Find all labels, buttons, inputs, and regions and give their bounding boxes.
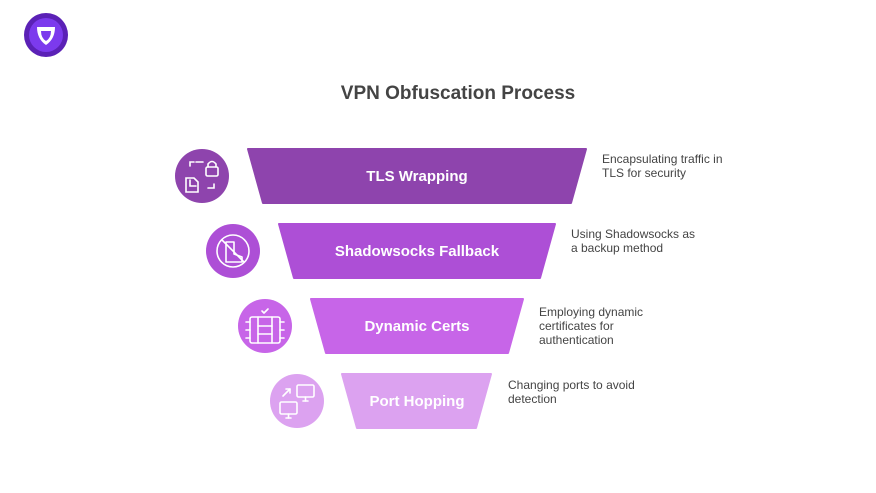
stage-description-port-hopping: Changing ports to avoid detection (508, 378, 635, 406)
lock-frame-icon (175, 149, 229, 203)
funnel-stage-shadowsocks-fallback: Shadowsocks Fallback (278, 223, 556, 279)
stage-label: Port Hopping (370, 393, 465, 410)
switching-monitors-icon (270, 374, 324, 428)
stage-label: Dynamic Certs (364, 318, 469, 335)
diagram-title: VPN Obfuscation Process (340, 83, 576, 104)
funnel-stage-tls-wrapping: TLS Wrapping (247, 148, 587, 204)
stage-description-tls-wrapping: Encapsulating traffic in TLS for securit… (602, 152, 723, 180)
stage-label: TLS Wrapping (366, 168, 467, 185)
stage-description-dynamic-certs: Employing dynamic certificates for authe… (539, 305, 644, 347)
stage-description-shadowsocks-fallback: Using Shadowsocks as a backup method (571, 227, 696, 255)
stage-label: Shadowsocks Fallback (335, 243, 500, 260)
certificate-stack-icon (238, 299, 292, 353)
blocked-boot-icon (206, 224, 260, 278)
funnel-stage-port-hopping: Port Hopping (341, 373, 492, 429)
funnel-stage-dynamic-certs: Dynamic Certs (310, 298, 524, 354)
brand-logo (24, 13, 68, 57)
